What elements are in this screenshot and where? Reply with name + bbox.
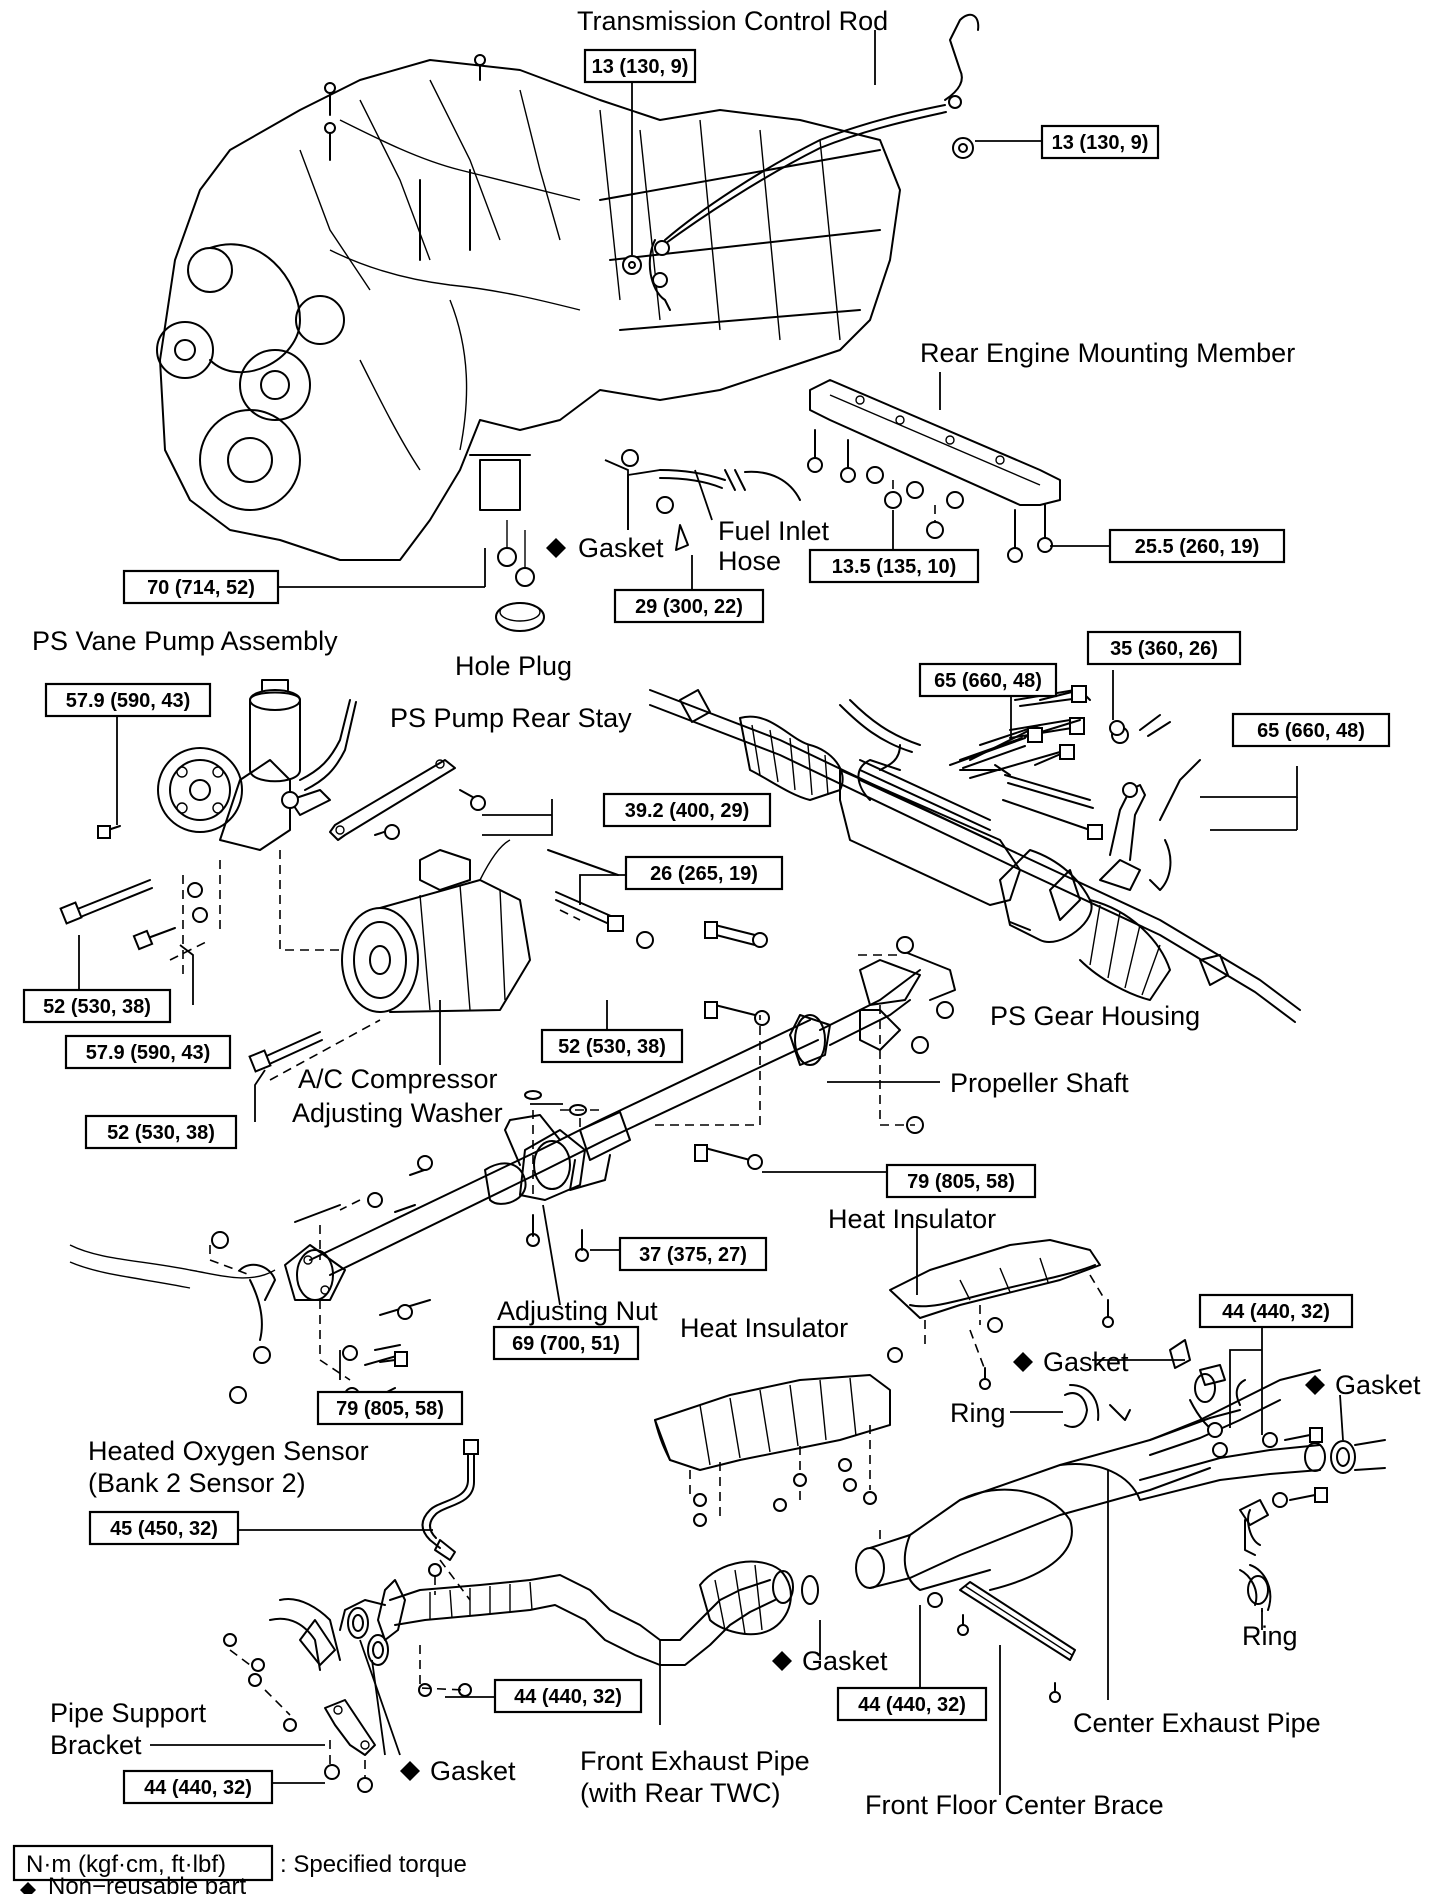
propeller-shaft-fasteners <box>211 921 954 1404</box>
label-front-exhaust-pipe-2: (with Rear TWC) <box>580 1778 781 1808</box>
torque-26: 26 (265, 19) <box>650 863 758 885</box>
engine-nuts <box>621 137 974 514</box>
torque-79-left: 79 (805, 58) <box>336 1398 444 1420</box>
heat-insulator-upper-drawing <box>887 1239 1114 1390</box>
label-gasket-fuel: Gasket <box>578 533 664 563</box>
propeller-alignment-lines <box>209 954 915 1381</box>
label-gasket-front: Gasket <box>802 1646 888 1676</box>
torque-65-right: 65 (660, 48) <box>1257 720 1365 742</box>
torque-70: 70 (714, 52) <box>147 577 255 599</box>
label-fuel-inlet-hose-1: Fuel Inlet <box>718 516 830 546</box>
ps-vane-pump-drawing <box>157 679 357 851</box>
torque-52-left: 52 (530, 38) <box>43 996 151 1018</box>
exhaust-gaskets-right <box>1064 1339 1272 1611</box>
engine-mount-drawing <box>497 520 535 587</box>
rear-engine-mounting-member-drawing <box>807 379 1061 563</box>
ac-compressor-drawing <box>341 839 531 1013</box>
label-adjusting-washer: Adjusting Washer <box>292 1098 503 1128</box>
center-exhaust-bolts <box>1207 1422 1328 1508</box>
mounting-bolts-left <box>59 825 654 1073</box>
diamond-icon <box>546 538 566 558</box>
propeller-shaft-drawing <box>69 949 956 1341</box>
label-center-exhaust-pipe: Center Exhaust Pipe <box>1073 1708 1321 1738</box>
pipe-support-bracket-drawing <box>223 1633 376 1793</box>
heat-insulator-center-drawing <box>654 1374 891 1527</box>
nonreusable-markers <box>400 538 1325 1781</box>
leader-lines <box>78 30 1344 1795</box>
label-front-floor-center-brace: Front Floor Center Brace <box>865 1790 1164 1820</box>
center-exhaust-pipe-drawing <box>855 1364 1386 1591</box>
torque-29: 29 (300, 22) <box>635 596 743 618</box>
label-gasket-right: Gasket <box>1335 1370 1421 1400</box>
label-pipe-support-bracket-1: Pipe Support <box>50 1698 207 1728</box>
label-rear-engine-mounting-member: Rear Engine Mounting Member <box>920 338 1295 368</box>
torque-45: 45 (450, 32) <box>110 1518 218 1540</box>
label-ring-upper: Ring <box>950 1398 1006 1428</box>
torque-65-left: 65 (660, 48) <box>934 670 1042 692</box>
torque-13-5: 13.5 (135, 10) <box>832 556 957 578</box>
torque-44-bracket: 44 (440, 32) <box>144 1777 252 1799</box>
label-adjusting-nut: Adjusting Nut <box>497 1296 658 1326</box>
torque-25-5: 25.5 (260, 19) <box>1135 536 1260 558</box>
label-gasket-upper: Gasket <box>1043 1347 1129 1377</box>
label-fuel-inlet-hose-2: Hose <box>718 546 781 576</box>
transmission-control-rod-drawing <box>648 13 980 311</box>
torque-44-front-pipe: 44 (440, 32) <box>514 1686 622 1708</box>
torque-79-right: 79 (805, 58) <box>907 1171 1015 1193</box>
torque-boxes: 13 (130, 9) 13 (130, 9) 70 (714, 52) 29 … <box>22 48 1391 1805</box>
legend-torque-unit: N·m (kgf·cm, ft·lbf) <box>26 1851 226 1878</box>
label-propeller-shaft: Propeller Shaft <box>950 1068 1129 1098</box>
front-pipe-gaskets <box>347 1607 389 1666</box>
diamond-icon <box>772 1651 792 1671</box>
torque-35: 35 (360, 26) <box>1110 638 1218 660</box>
label-front-exhaust-pipe-1: Front Exhaust Pipe <box>580 1746 810 1776</box>
label-heated-oxygen-sensor-1: Heated Oxygen Sensor <box>88 1436 369 1466</box>
label-ps-vane-pump-assembly: PS Vane Pump Assembly <box>32 626 338 656</box>
torque-39-2: 39.2 (400, 29) <box>625 800 750 822</box>
diamond-icon <box>20 1882 36 1894</box>
alignment-lines-left <box>169 850 581 1081</box>
label-heated-oxygen-sensor-2: (Bank 2 Sensor 2) <box>88 1468 306 1498</box>
heated-oxygen-sensor-drawing <box>421 1439 479 1601</box>
engine-transmission-drawing <box>156 54 901 561</box>
diamond-icon <box>1013 1352 1033 1372</box>
legend-nonreusable: Non−reusable part <box>48 1873 246 1894</box>
torque-57-9-top: 57.9 (590, 43) <box>66 690 191 712</box>
ps-housing-bolts <box>959 719 1125 840</box>
label-heat-insulator-center: Heat Insulator <box>680 1313 848 1343</box>
label-ac-compressor: A/C Compressor <box>298 1064 498 1094</box>
fuel-inlet-hose-drawing <box>659 469 801 551</box>
ps-gear-housing-drawing <box>649 685 1301 1023</box>
label-heat-insulator-upper: Heat Insulator <box>828 1204 996 1234</box>
front-floor-center-brace-drawing <box>879 1530 1076 1703</box>
torque-13-top-right: 13 (130, 9) <box>1052 132 1149 154</box>
diamond-icon <box>1305 1375 1325 1395</box>
label-transmission-control-rod: Transmission Control Rod <box>577 6 888 36</box>
label-ps-pump-rear-stay: PS Pump Rear Stay <box>390 703 632 733</box>
legend: N·m (kgf·cm, ft·lbf) : Specified torque … <box>12 1844 467 1894</box>
label-ps-gear-housing: PS Gear Housing <box>990 1001 1200 1031</box>
part-labels: Transmission Control Rod Rear Engine Mou… <box>32 6 1421 1820</box>
torque-57-9-lower: 57.9 (590, 43) <box>86 1042 211 1064</box>
label-gasket-lower: Gasket <box>430 1756 516 1786</box>
ps-gear-bolts-left <box>949 737 1061 779</box>
torque-13-rod: 13 (130, 9) <box>592 56 689 78</box>
ps-pump-rear-stay-drawing <box>329 759 486 841</box>
label-pipe-support-bracket-2: Bracket <box>50 1730 142 1760</box>
torque-44-top-right: 44 (440, 32) <box>1222 1301 1330 1323</box>
legend-torque-desc: : Specified torque <box>280 1851 467 1878</box>
torque-52-center: 52 (530, 38) <box>558 1036 666 1058</box>
front-exhaust-bolts <box>418 1491 877 1697</box>
torque-37: 37 (375, 27) <box>639 1244 747 1266</box>
diamond-icon <box>400 1761 420 1781</box>
front-exhaust-pipe-drawing <box>269 1560 819 1671</box>
label-ring-lower: Ring <box>1242 1621 1298 1651</box>
torque-44-brace: 44 (440, 32) <box>858 1694 966 1716</box>
hole-plug-drawing <box>495 602 545 632</box>
label-hole-plug: Hole Plug <box>455 651 572 681</box>
torque-69: 69 (700, 51) <box>512 1333 620 1355</box>
torque-52-bottom: 52 (530, 38) <box>107 1122 215 1144</box>
